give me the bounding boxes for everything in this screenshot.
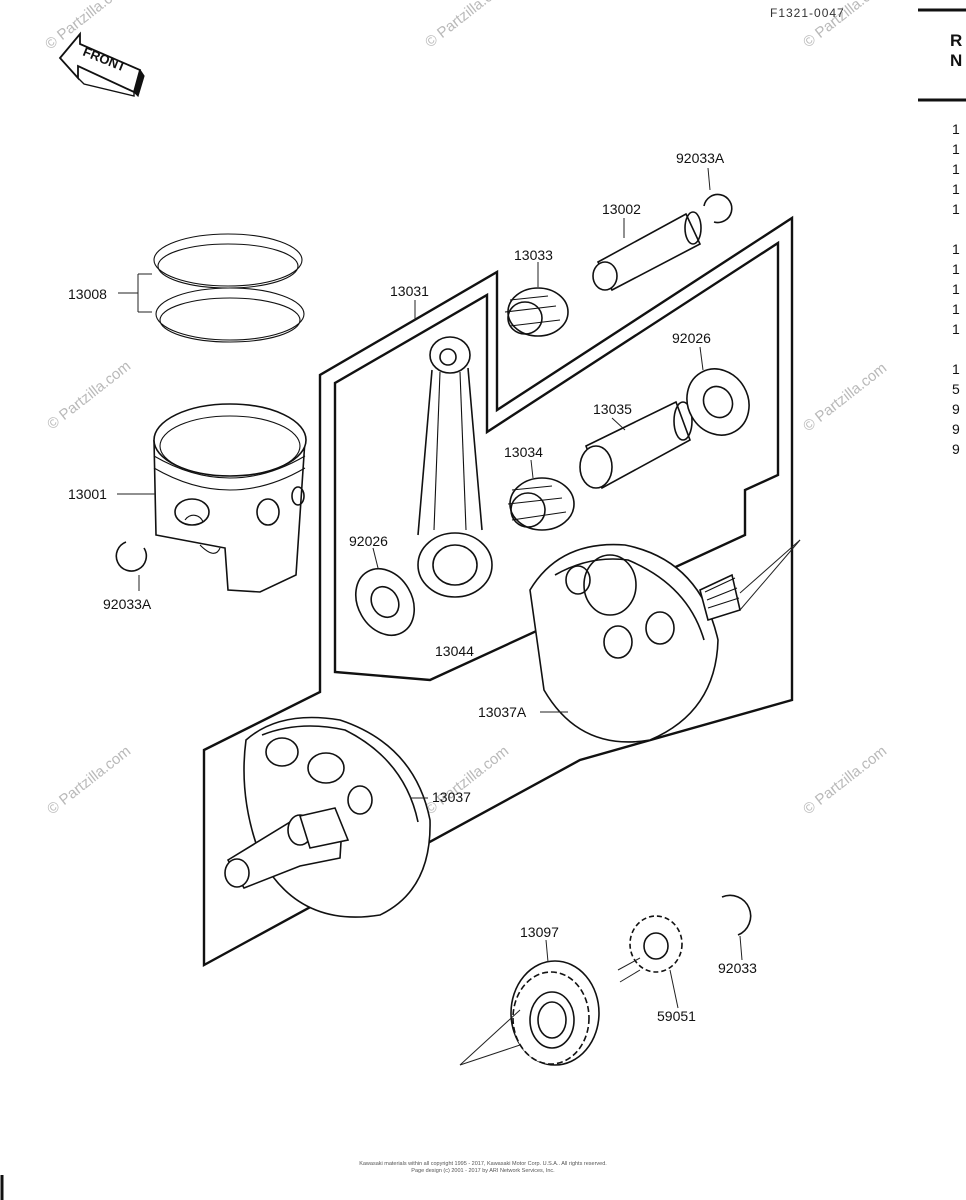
piston-rings (153, 233, 305, 343)
side-entry: 1 (952, 141, 960, 157)
part-label-92026-left: 92026 (349, 533, 388, 549)
piston-pin (592, 211, 702, 292)
part-label-92033a-left: 92033A (103, 596, 152, 612)
side-entry: 1 (952, 361, 960, 377)
part-label-92033a-top: 92033A (676, 150, 725, 166)
circlip-top (703, 193, 733, 224)
footer-line-2: Page design (c) 2001 - 2017 by ARI Netwo… (411, 1168, 555, 1174)
connecting-rod (417, 336, 493, 598)
figure-code: F1321-0047 (770, 6, 845, 20)
part-label-13002: 13002 (602, 201, 641, 217)
side-entry: 9 (952, 421, 960, 437)
side-entry: 1 (952, 301, 960, 317)
side-panel: R N 1 1 1 1 1 1 1 1 1 1 1 5 9 9 9 (918, 8, 966, 457)
part-label-13044: 13044 (435, 643, 474, 659)
big-end-bearing (507, 477, 575, 531)
front-arrow-icon: FRONT (58, 31, 145, 98)
part-label-59051: 59051 (657, 1008, 696, 1024)
side-entry: 1 (952, 201, 960, 217)
leader-lines (117, 167, 743, 1009)
small-end-bearing (504, 287, 569, 337)
watermark: © Partzilla.com (422, 0, 512, 51)
footer-line-1: Kawasaki materials within all copyright … (359, 1161, 607, 1167)
part-label-13008: 13008 (68, 286, 107, 302)
part-label-13031: 13031 (390, 283, 429, 299)
side-header-line: R (950, 31, 962, 50)
part-label-92033-right: 92033 (718, 960, 757, 976)
watermark: © Partzilla.com (44, 358, 134, 434)
circlip-right (721, 894, 752, 936)
watermark: © Partzilla.com (422, 743, 512, 819)
part-label-13037: 13037 (432, 789, 471, 805)
side-entry: 1 (952, 261, 960, 277)
side-entry: 1 (952, 241, 960, 257)
watermark: © Partzilla.com (44, 743, 134, 819)
watermark: © Partzilla.com (800, 360, 890, 436)
part-label-13097: 13097 (520, 924, 559, 940)
side-entry: 1 (952, 181, 960, 197)
washer-left (354, 568, 416, 636)
part-label-13034: 13034 (504, 444, 543, 460)
part-label-13033: 13033 (514, 247, 553, 263)
piston (153, 403, 307, 593)
crank-pin (579, 400, 693, 490)
footer: Kawasaki materials within all copyright … (359, 1161, 607, 1174)
side-entry: 9 (952, 401, 960, 417)
crank-half-left (224, 716, 431, 918)
side-entry: 1 (952, 321, 960, 337)
side-entry: 5 (952, 381, 960, 397)
watermarks: © Partzilla.com © Partzilla.com © Partzi… (42, 0, 890, 818)
washer-right (686, 368, 750, 436)
circlip-left (115, 514, 204, 572)
primary-gear (459, 960, 600, 1066)
part-label-13035: 13035 (593, 401, 632, 417)
watermark: © Partzilla.com (800, 743, 890, 819)
side-entry: 9 (952, 441, 960, 457)
part-labels: 13008 13001 92033A 13031 13033 13002 920… (68, 150, 757, 1024)
part-label-13037a: 13037A (478, 704, 527, 720)
side-entry: 1 (952, 281, 960, 297)
side-entry: 1 (952, 121, 960, 137)
side-header-line: N (950, 51, 962, 70)
small-gear (629, 915, 683, 973)
side-entry: 1 (952, 161, 960, 177)
part-label-13001: 13001 (68, 486, 107, 502)
crank-half-right (529, 539, 801, 743)
part-label-92026-right: 92026 (672, 330, 711, 346)
